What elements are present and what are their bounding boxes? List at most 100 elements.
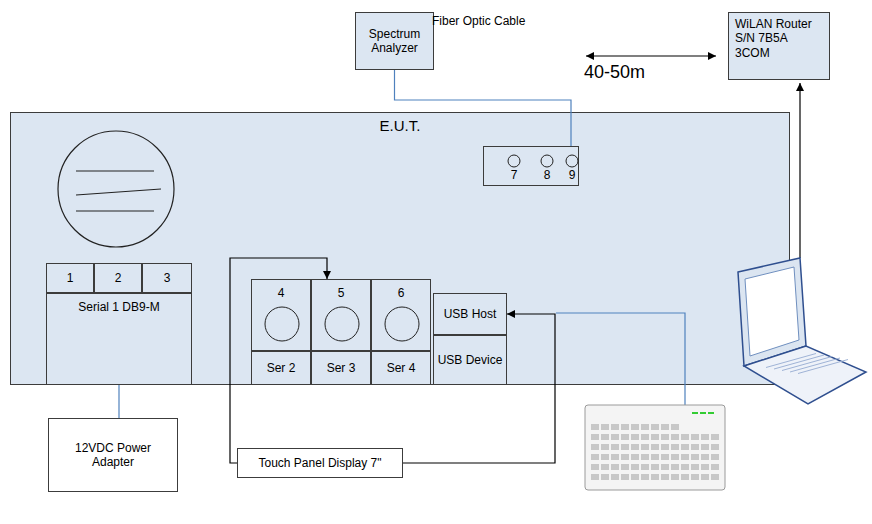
key <box>681 474 689 480</box>
node-text: Touch Panel Display 7" <box>259 456 382 470</box>
laptop-key-row <box>798 360 848 374</box>
usb-port-box: USB Host <box>433 293 507 335</box>
node-text: E.U.T. <box>380 117 421 135</box>
connector-circle <box>265 307 299 341</box>
key <box>661 444 669 450</box>
key <box>621 434 629 440</box>
key <box>621 464 629 470</box>
keyboard-led <box>692 412 698 414</box>
distance-label: 40-50m <box>584 62 645 84</box>
laptop-key-row <box>766 354 816 368</box>
laptop-key-row <box>790 358 840 372</box>
node-text: USB Host <box>444 307 497 321</box>
serial-port-box: Serial 1 DB9-M <box>46 293 192 385</box>
key <box>691 474 699 480</box>
port-symbols <box>11 113 791 386</box>
node-text: 1 <box>67 271 74 285</box>
key <box>601 424 609 430</box>
key <box>691 444 699 450</box>
key <box>631 454 639 460</box>
node-text: 3 <box>164 271 171 285</box>
key <box>601 444 609 450</box>
laptop-screen <box>738 258 806 366</box>
key <box>711 434 719 440</box>
fiber-port-block: 789 <box>483 146 579 186</box>
laptop-icon <box>738 258 866 404</box>
key <box>591 464 599 470</box>
connector-circle <box>508 155 520 167</box>
key <box>681 454 689 460</box>
key <box>611 454 619 460</box>
key <box>621 444 629 450</box>
key <box>641 454 649 460</box>
usb-port-box: USB Device <box>433 335 507 385</box>
key <box>701 444 709 450</box>
analyzer-box: Spectrum Analyzer <box>355 12 434 70</box>
dial-line <box>76 170 154 171</box>
connector <box>118 385 119 418</box>
connector-circle <box>385 307 419 341</box>
key <box>701 464 709 470</box>
key <box>691 434 699 440</box>
layout-drawings <box>556 56 866 490</box>
connector-cell: 5 <box>311 279 371 351</box>
key <box>641 444 649 450</box>
key <box>611 444 619 450</box>
key <box>701 454 709 460</box>
cable-label: Fiber Optic Cable <box>432 14 525 28</box>
laptop-key-row <box>782 357 832 371</box>
wifi-link-arrow <box>799 83 800 258</box>
key <box>611 434 619 440</box>
key <box>611 474 619 480</box>
connector-cell: 6 <box>371 279 431 351</box>
key <box>631 434 639 440</box>
dial-line <box>76 189 161 195</box>
node-text: Ser 2 <box>267 361 296 375</box>
distance-arrow <box>586 55 716 56</box>
key <box>671 434 679 440</box>
key <box>641 424 649 430</box>
key <box>671 424 679 430</box>
dial-line <box>76 210 154 211</box>
connectors <box>119 70 571 463</box>
key <box>601 474 609 480</box>
serial-label-cell: Ser 2 <box>251 351 311 385</box>
key <box>671 464 679 470</box>
display-box: Touch Panel Display 7" <box>237 448 403 478</box>
key <box>681 444 689 450</box>
serial-label-cell: Ser 4 <box>371 351 431 385</box>
dial-circle <box>58 131 174 247</box>
eut-housing: E.U.T. 789 1 2 3Serial 1 DB9-M 4 5 6Ser 2 Ser 3 S… <box>10 112 790 385</box>
key <box>591 444 599 450</box>
node-text: Serial 1 DB9-M <box>78 300 159 314</box>
key <box>661 474 669 480</box>
key <box>631 474 639 480</box>
pin-cell: 3 <box>142 263 192 293</box>
pin-cell: 2 <box>94 263 142 293</box>
router-box: WiLAN Router S/N 7B5A 3COM <box>728 12 830 80</box>
key <box>641 434 649 440</box>
node-text: Ser 3 <box>327 361 356 375</box>
pin-cell: 1 <box>46 263 94 293</box>
key <box>591 434 599 440</box>
key <box>601 454 609 460</box>
power-adapter-box: 12VDC Power Adapter <box>48 418 178 492</box>
node-text: 5 <box>338 286 345 300</box>
key <box>651 434 659 440</box>
key <box>691 454 699 460</box>
port-number: 7 <box>508 168 520 182</box>
key <box>711 444 719 450</box>
key <box>671 444 679 450</box>
port-number: 9 <box>566 168 578 182</box>
connector-cell: 4 <box>251 279 311 351</box>
laptop-key-row <box>774 355 824 369</box>
keyboard-body <box>585 405 725 490</box>
keyboard-cable <box>556 313 685 405</box>
key <box>651 454 659 460</box>
key <box>661 454 669 460</box>
key <box>711 464 719 470</box>
key <box>661 434 669 440</box>
node-text: 4 <box>278 286 285 300</box>
key <box>591 474 599 480</box>
